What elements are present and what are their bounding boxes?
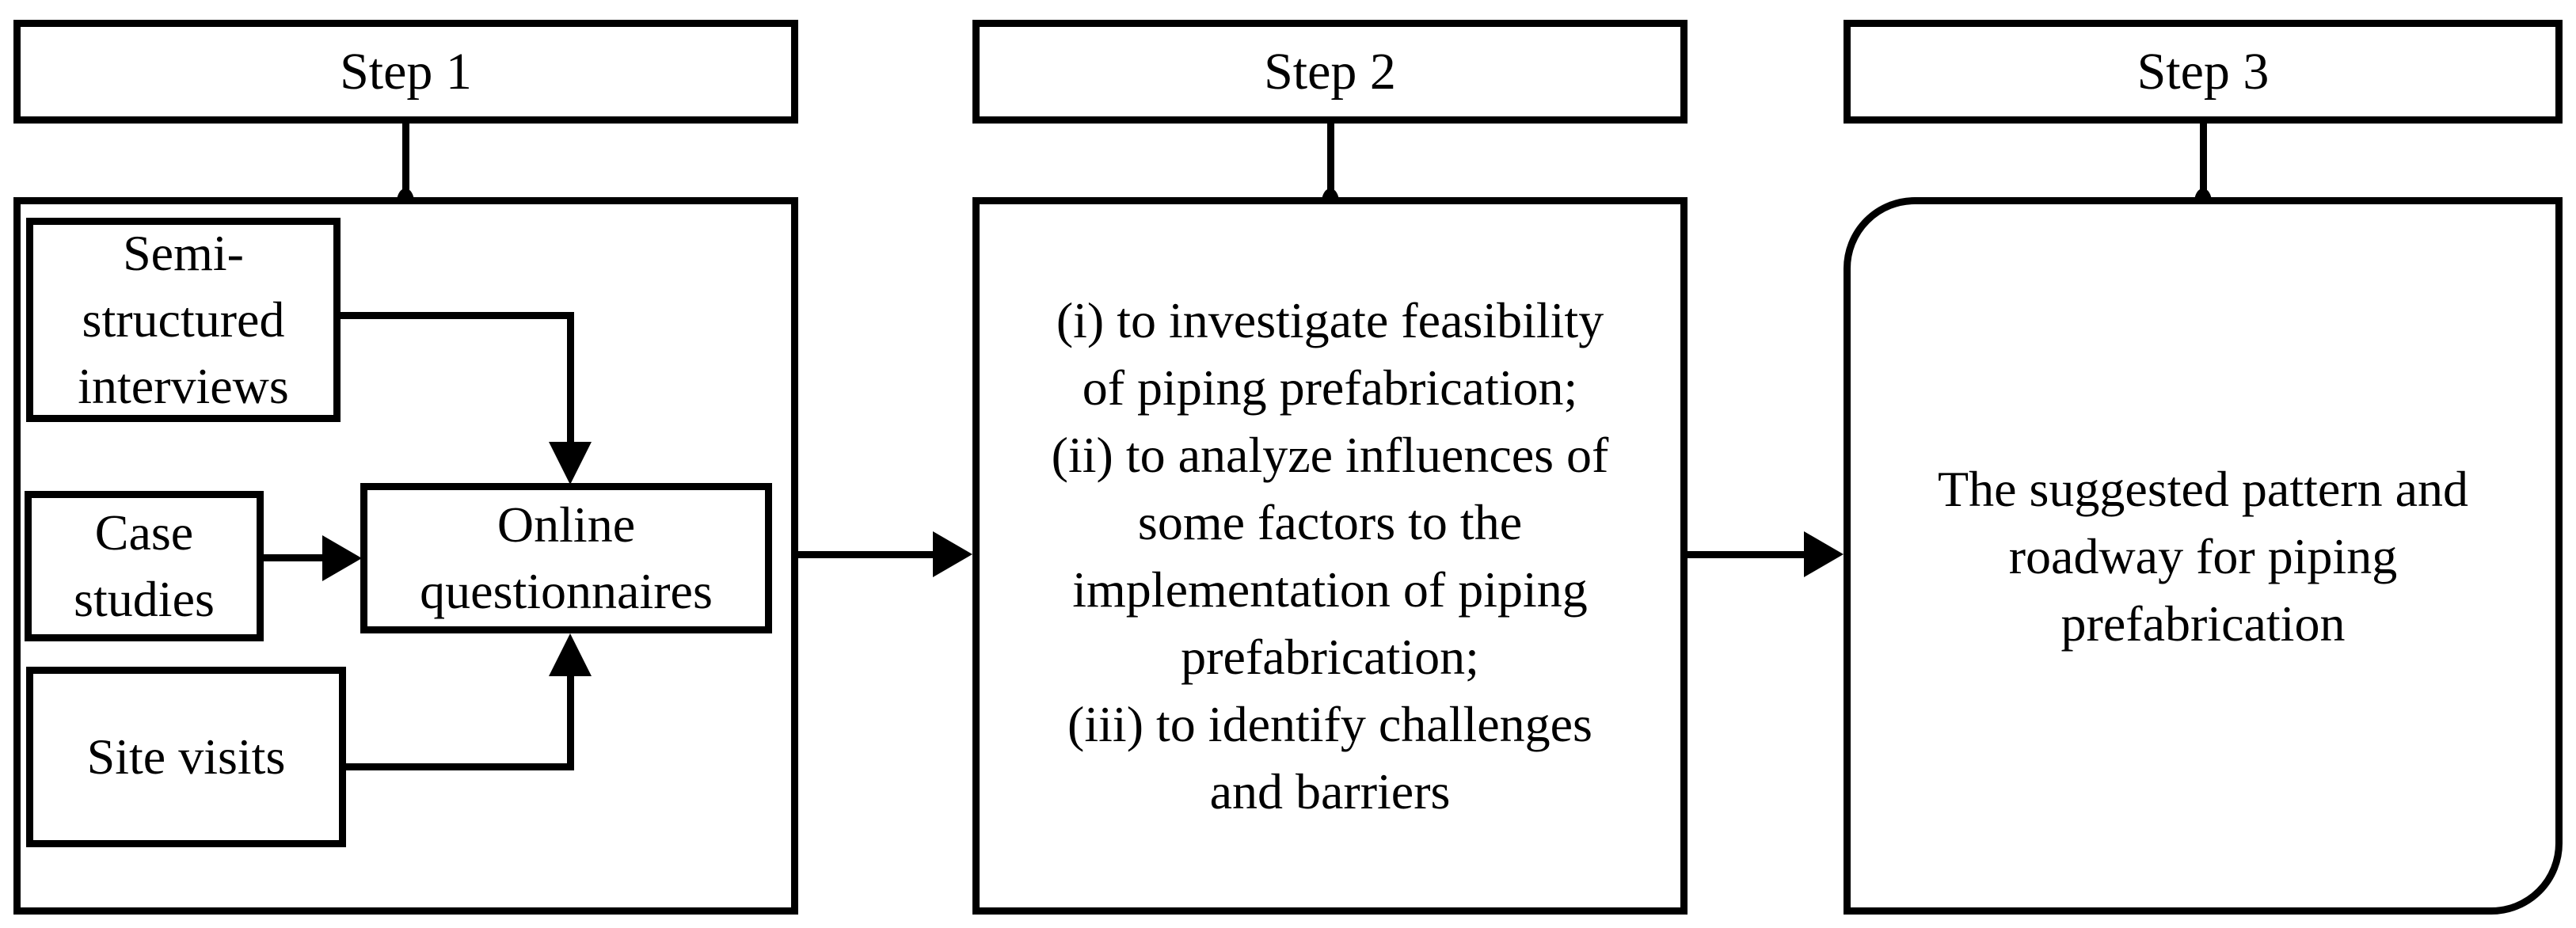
outcome-box: The suggested pattern and roadway for pi… xyxy=(1844,197,2563,915)
site-to-online-horizontal-line xyxy=(346,763,574,770)
step2-connector-line xyxy=(1327,124,1334,202)
case-studies-box: Case studies xyxy=(25,491,264,641)
site-visits-label: Site visits xyxy=(86,728,286,785)
semi-to-online-horizontal-line xyxy=(341,312,574,319)
semi-structured-interviews-box: Semi- structured interviews xyxy=(26,218,341,422)
step2-header-label: Step 2 xyxy=(1264,42,1396,101)
case-to-online-line xyxy=(264,554,324,561)
site-to-online-vertical-line xyxy=(567,675,574,770)
case-studies-label: Case studies xyxy=(74,504,215,627)
site-visits-box: Site visits xyxy=(26,667,346,847)
outcome-text: The suggested pattern and roadway for pi… xyxy=(1938,460,2468,652)
step3-header-box: Step 3 xyxy=(1844,20,2563,124)
objectives-text: (i) to investigate feasibility of piping… xyxy=(1051,292,1609,820)
semi-to-online-arrowhead-icon xyxy=(549,442,592,485)
step1-header-box: Step 1 xyxy=(13,20,798,124)
semi-to-online-vertical-line xyxy=(567,312,574,443)
semi-structured-interviews-label: Semi- structured interviews xyxy=(78,225,289,414)
step2-header-box: Step 2 xyxy=(972,20,1688,124)
objectives-box: (i) to investigate feasibility of piping… xyxy=(972,197,1688,915)
step2-to-step3-line xyxy=(1688,551,1805,558)
step3-connector-line xyxy=(2200,124,2207,202)
step1-connector-line xyxy=(402,124,409,202)
online-questionnaires-label: Online questionnaires xyxy=(420,496,713,619)
step1-to-step2-arrowhead-icon xyxy=(933,531,972,577)
online-questionnaires-box: Online questionnaires xyxy=(360,483,772,633)
step1-to-step2-line xyxy=(798,551,934,558)
step1-header-label: Step 1 xyxy=(340,42,472,101)
step2-to-step3-arrowhead-icon xyxy=(1804,531,1844,577)
case-to-online-arrowhead-icon xyxy=(322,535,362,581)
step3-header-label: Step 3 xyxy=(2137,42,2270,101)
site-to-online-arrowhead-icon xyxy=(549,633,592,676)
